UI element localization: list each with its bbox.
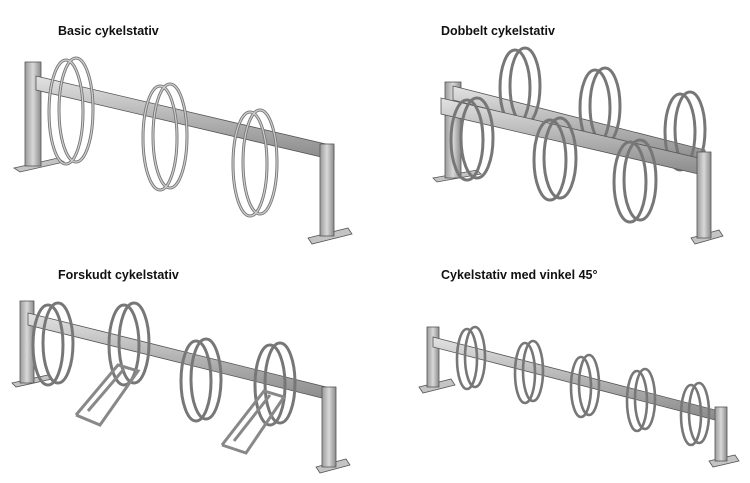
basic-bike-rack-illustration	[13, 56, 353, 245]
caption-angled-45: Cykelstativ med vinkel 45°	[441, 268, 598, 282]
double-bike-rack-illustration	[432, 46, 724, 245]
caption-double: Dobbelt cykelstativ	[441, 24, 555, 38]
caption-basic: Basic cykelstativ	[58, 24, 159, 38]
angled-45-bike-rack-illustration	[418, 325, 740, 468]
caption-staggered: Forskudt cykelstativ	[58, 268, 179, 282]
staggered-bike-rack-illustration	[11, 300, 351, 474]
